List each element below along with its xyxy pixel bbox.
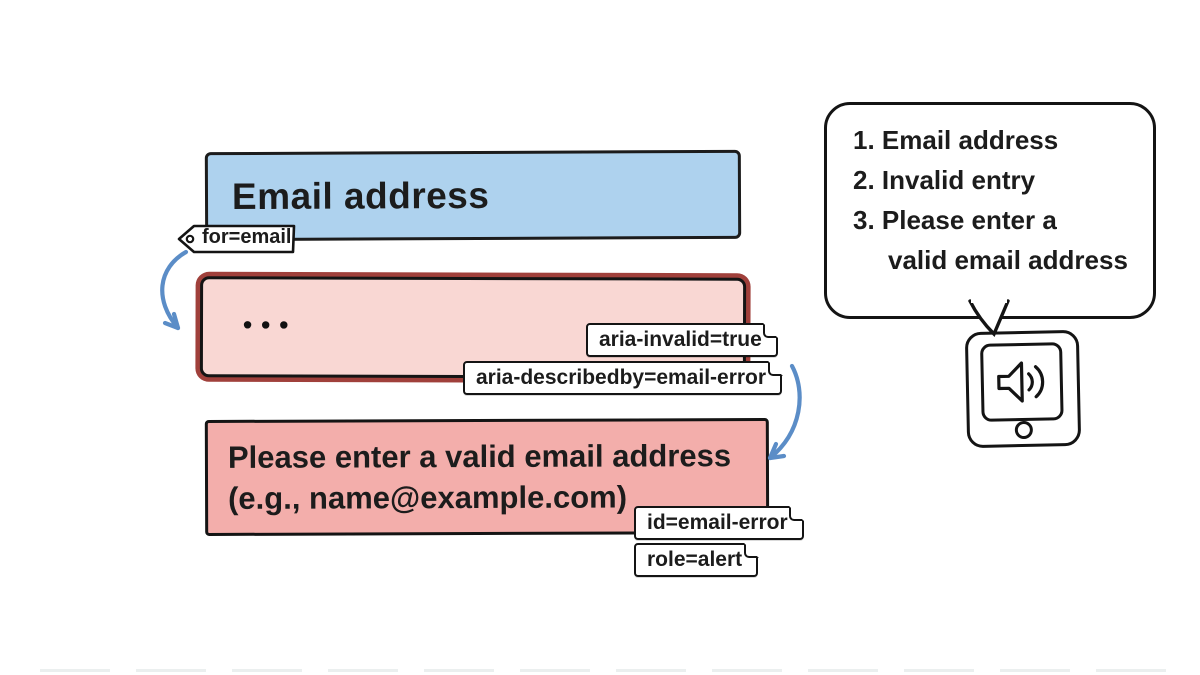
role-alert-tag-text: role=alert: [647, 548, 743, 571]
for-email-tag-text: for=email: [202, 226, 292, 248]
error-message-line1: Please enter a valid email address: [227, 438, 732, 475]
for-email-tag: for=email: [176, 222, 298, 256]
price-tag-shape: [177, 224, 296, 254]
bottom-scrubber-line: [40, 669, 1170, 672]
aria-invalid-tag-text: aria-invalid=true: [599, 328, 762, 351]
folded-corner-icon: [743, 542, 759, 558]
curved-arrow-icon: [767, 363, 802, 461]
tag-hole-icon: [185, 234, 195, 244]
speech-bubble-tail: [968, 299, 1010, 337]
folded-corner-icon: [767, 360, 783, 376]
email-label-text: Email address: [231, 174, 490, 217]
curved-arrow-icon: [160, 249, 189, 331]
id-email-error-tag-text: id=email-error: [647, 511, 788, 534]
input-value-dots: •••: [242, 309, 298, 340]
home-button-icon: [1014, 420, 1034, 440]
announcement-line: 1. Email address: [853, 125, 1059, 155]
announcement-line: valid email address: [888, 245, 1128, 275]
screen-reader-device: [964, 329, 1082, 449]
aria-describedby-tag-text: aria-describedby=email-error: [476, 366, 767, 389]
folded-corner-icon: [763, 322, 779, 338]
announcement-line: 3. Please enter a: [853, 205, 1057, 235]
aria-invalid-tag: aria-invalid=true: [586, 322, 779, 357]
announcement-line: 2. Invalid entry: [853, 165, 1036, 195]
aria-describedby-tag: aria-describedby=email-error: [463, 360, 783, 395]
id-email-error-tag: id=email-error: [634, 505, 805, 540]
speaker-icon: [997, 361, 1045, 403]
device-screen: [980, 342, 1064, 422]
role-alert-tag: role=alert: [634, 542, 759, 577]
announcement-speech-bubble: 1. Email address 2. Invalid entry 3. Ple…: [824, 102, 1156, 319]
folded-corner-icon: [789, 505, 805, 521]
